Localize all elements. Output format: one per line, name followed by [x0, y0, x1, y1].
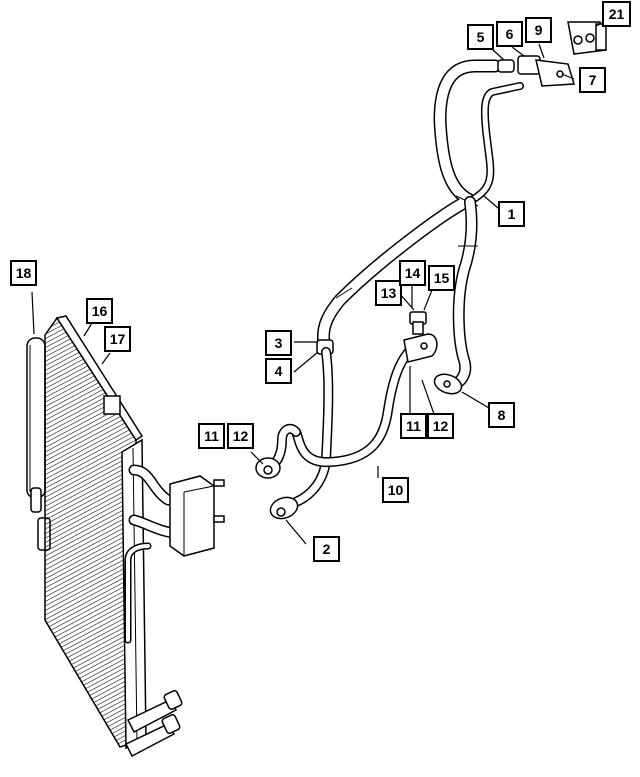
- callout-7: 7: [579, 67, 606, 93]
- callout-12-right: 12: [427, 413, 454, 439]
- leader-lines: [31, 21, 605, 545]
- expansion-valve: [567, 21, 607, 55]
- condenser-connector-block: [169, 475, 225, 557]
- svg-text:21: 21: [609, 6, 625, 22]
- callout-16: 16: [86, 298, 113, 324]
- callout-21: 21: [602, 1, 631, 27]
- svg-text:2: 2: [323, 541, 331, 557]
- svg-text:10: 10: [388, 482, 404, 498]
- callout-15: 15: [428, 265, 455, 291]
- expansion-valve-assembly: [497, 55, 575, 87]
- svg-text:7: 7: [589, 72, 597, 88]
- callout-6: 6: [496, 21, 523, 47]
- callout-8: 8: [488, 402, 515, 428]
- callout-17: 17: [104, 326, 131, 352]
- svg-text:12: 12: [233, 428, 249, 444]
- callout-11-right: 11: [400, 413, 427, 439]
- svg-text:14: 14: [405, 265, 421, 281]
- svg-text:17: 17: [110, 331, 126, 347]
- callout-1: 1: [498, 201, 525, 227]
- callout-12-left: 12: [227, 423, 254, 449]
- svg-text:12: 12: [433, 418, 449, 434]
- svg-text:11: 11: [406, 418, 421, 434]
- condenser-core: [44, 315, 147, 750]
- callout-13: 13: [375, 280, 402, 306]
- callout-4: 4: [265, 358, 292, 384]
- svg-text:18: 18: [16, 265, 32, 281]
- callout-14: 14: [399, 260, 426, 286]
- svg-text:9: 9: [535, 22, 543, 38]
- svg-text:16: 16: [92, 303, 108, 319]
- svg-text:8: 8: [498, 407, 506, 423]
- callout-2: 2: [313, 536, 340, 562]
- condenser-bottom-fittings: [124, 690, 183, 758]
- svg-text:15: 15: [434, 270, 450, 286]
- svg-text:6: 6: [506, 26, 514, 42]
- callout-9: 9: [525, 17, 552, 43]
- callout-3: 3: [265, 330, 292, 356]
- svg-text:5: 5: [477, 29, 485, 45]
- refrigerant-hoses: [255, 59, 524, 520]
- callout-11-left: 11: [198, 423, 225, 449]
- svg-text:13: 13: [381, 285, 397, 301]
- svg-text:4: 4: [275, 363, 283, 379]
- callout-5: 5: [467, 24, 494, 50]
- condenser-assembly: [26, 315, 225, 758]
- callout-10: 10: [382, 477, 409, 503]
- svg-text:1: 1: [508, 206, 516, 222]
- callout-18: 18: [10, 260, 37, 286]
- svg-text:3: 3: [275, 335, 283, 351]
- svg-text:11: 11: [204, 428, 219, 444]
